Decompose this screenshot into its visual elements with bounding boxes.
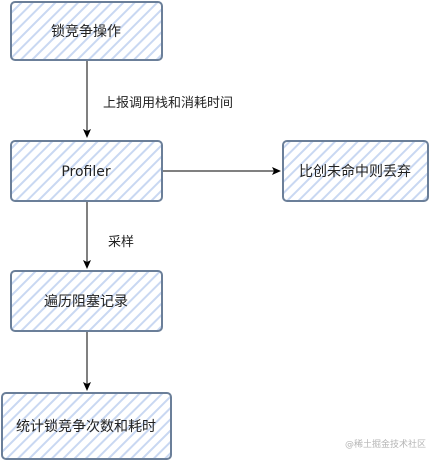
node-stats[interactable]: 统计锁竞争次数和耗时 — [1, 392, 172, 460]
node-traverse-label: 遍历阻塞记录 — [44, 293, 128, 310]
node-lock-op[interactable]: 锁竞争操作 — [10, 1, 163, 61]
edge-label-sample: 采样 — [108, 235, 134, 250]
node-stats-label: 统计锁竞争次数和耗时 — [16, 418, 156, 435]
watermark: @稀土掘金技术社区 — [345, 438, 426, 450]
node-traverse[interactable]: 遍历阻塞记录 — [10, 270, 163, 332]
node-discard[interactable]: 比创未命中则丢弃 — [282, 140, 429, 202]
node-discard-label: 比创未命中则丢弃 — [299, 163, 411, 180]
node-lock-op-label: 锁竞争操作 — [51, 23, 121, 40]
edge-label-report: 上报调用栈和消耗时间 — [103, 96, 233, 111]
node-profiler[interactable]: Profiler — [10, 140, 163, 202]
node-profiler-label: Profiler — [61, 164, 111, 180]
